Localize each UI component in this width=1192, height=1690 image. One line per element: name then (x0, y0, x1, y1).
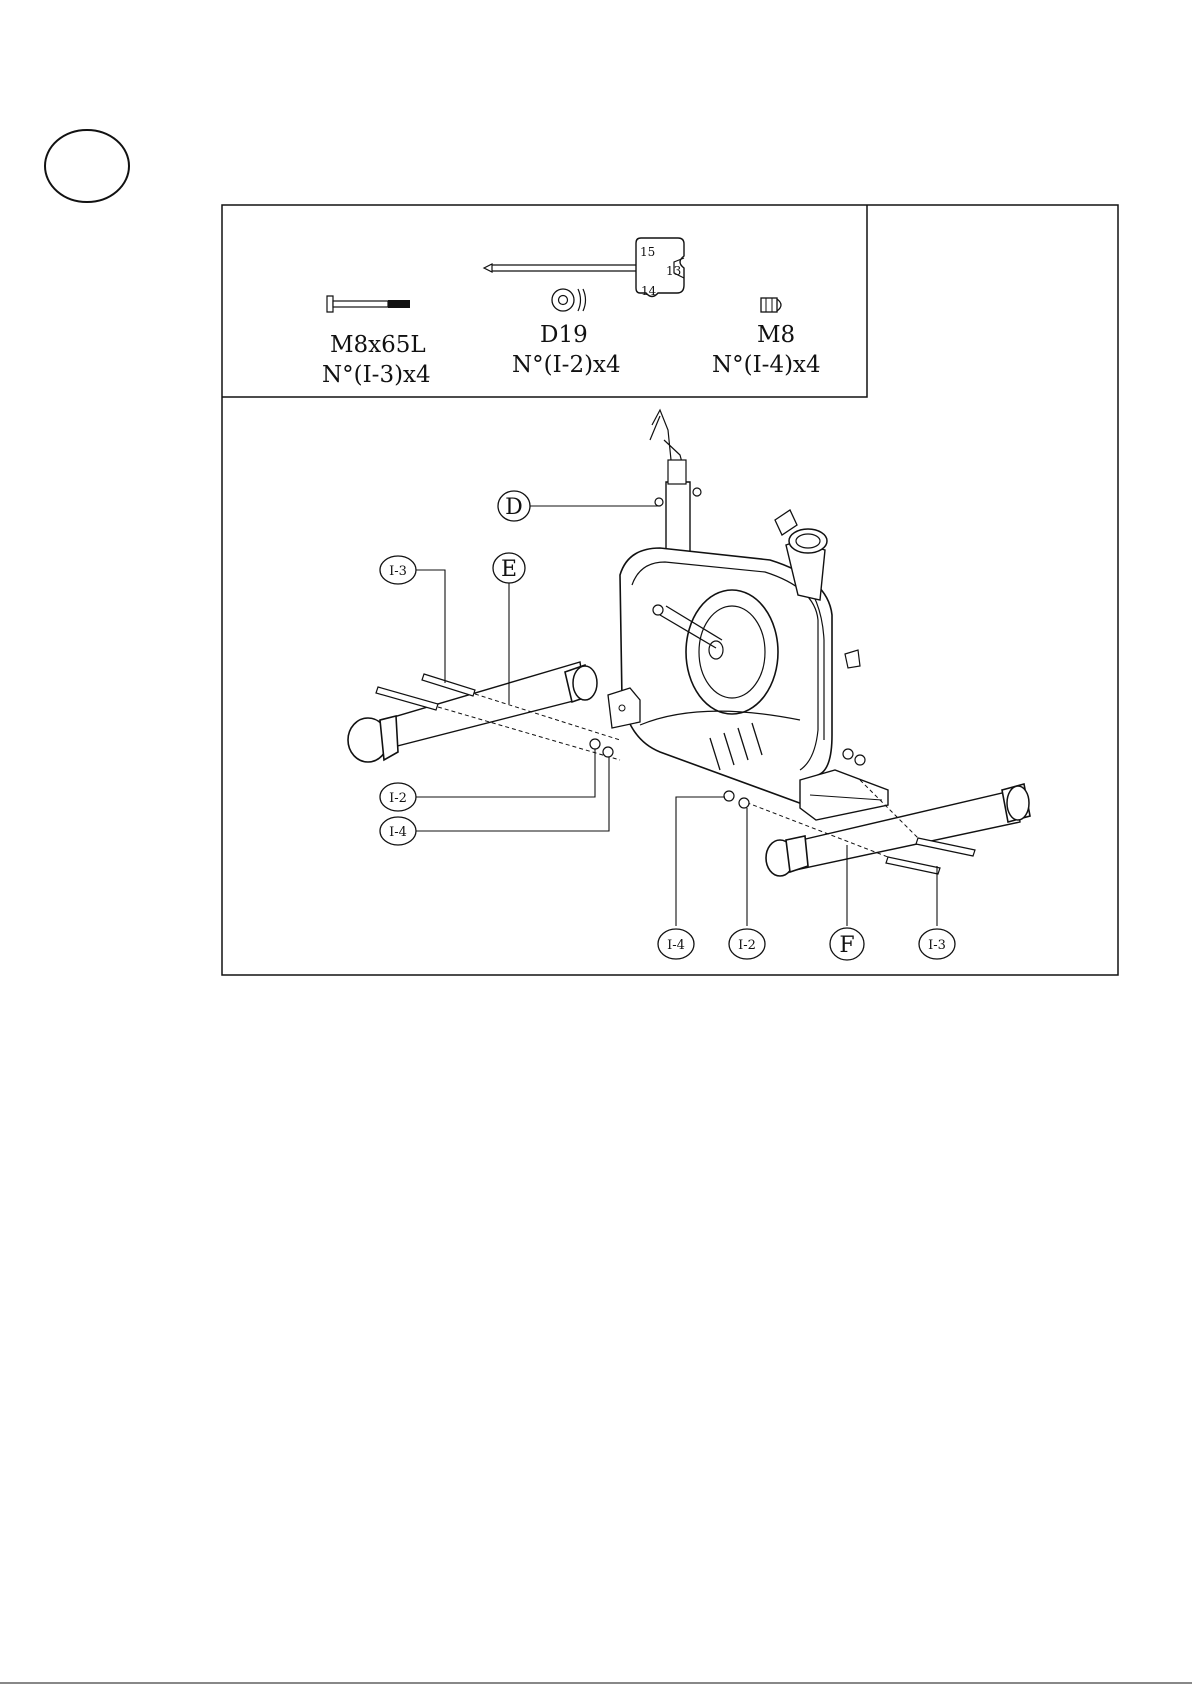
washer-d19-icon (552, 289, 586, 311)
callout-e: E (501, 557, 517, 582)
step-number-circle (45, 130, 129, 202)
part-name-washer: D19 (540, 322, 588, 348)
front-stabilizer (348, 662, 597, 762)
callout-i2-right: I-2 (738, 938, 756, 953)
part-qty-nut: N°(I-4)x4 (712, 352, 821, 378)
part-name-bolt: M8x65L (330, 332, 426, 358)
wrench-size-15: 15 (640, 245, 655, 259)
wrench-size-14: 14 (641, 284, 657, 298)
bolt-m8x65l-icon (327, 296, 410, 312)
callout-d: D (505, 495, 523, 520)
part-qty-washer: N°(I-2)x4 (512, 352, 621, 378)
callout-i3-right: I-3 (928, 938, 946, 953)
callout-i4-left: I-4 (389, 825, 407, 840)
callout-i2-left: I-2 (389, 791, 407, 806)
wrench-size-13: 13 (666, 264, 681, 278)
part-name-nut: M8 (757, 322, 795, 348)
cap-nut-m8-icon (761, 298, 781, 312)
callout-i4-right: I-4 (667, 938, 685, 953)
part-qty-bolt: N°(I-3)x4 (322, 362, 431, 388)
callout-i3-left: I-3 (389, 564, 407, 579)
callout-f: F (839, 933, 854, 958)
